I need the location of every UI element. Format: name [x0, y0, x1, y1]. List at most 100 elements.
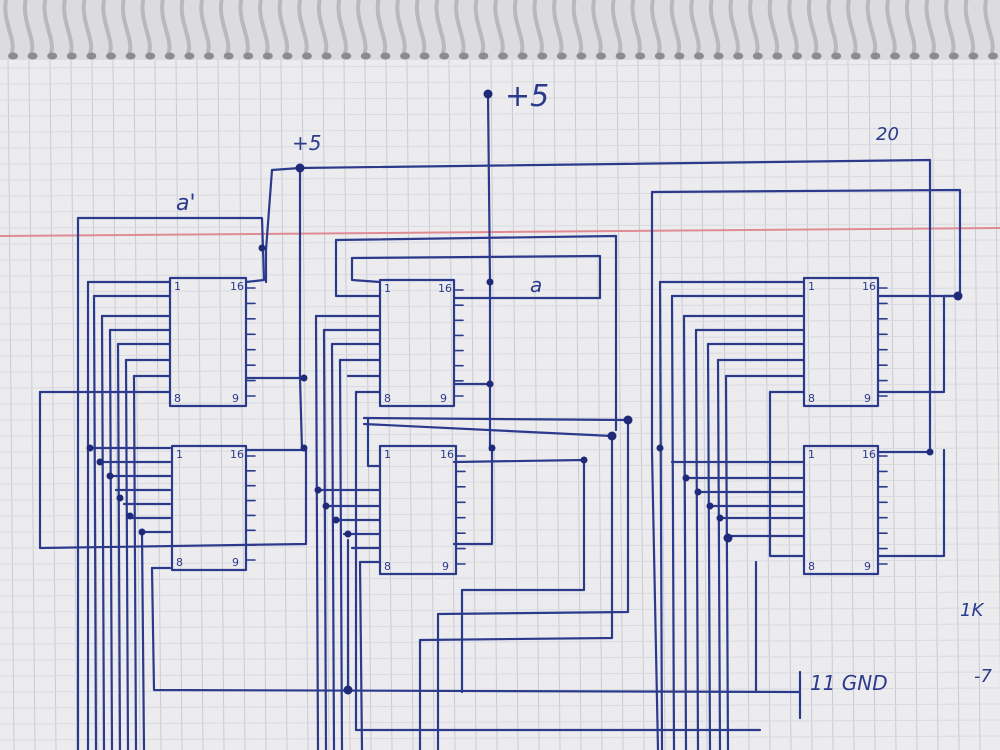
spiral-hole [321, 52, 332, 60]
pin-label-first: 1 [808, 280, 815, 293]
spiral-ring [3, 0, 15, 54]
pin-label-bottom-left: 8 [808, 560, 815, 573]
spiral-hole [302, 52, 312, 60]
spiral-ring [277, 0, 290, 54]
spiral-hole [968, 52, 979, 60]
pin-label-bottom-right: 9 [232, 556, 239, 569]
spiral-ring [944, 0, 956, 54]
spiral-hole [341, 52, 352, 60]
spiral-hole [400, 52, 410, 60]
pin-label-bottom-left: 8 [384, 560, 391, 573]
spiral-ring [160, 0, 172, 54]
pin-label-first: 1 [384, 282, 391, 295]
spiral-hole [733, 52, 744, 60]
spiral-ring [904, 0, 917, 54]
spiral-ring [669, 0, 682, 54]
right-note-2: -7 [974, 666, 992, 687]
spiral-ring [826, 0, 838, 54]
spiral-hole [929, 52, 940, 60]
spiral-hole [498, 52, 508, 60]
pin-label-last: 16 [862, 448, 876, 461]
spiral-ring [610, 0, 623, 54]
spiral-hole [772, 52, 783, 60]
pin-label-last: 16 [862, 280, 876, 293]
spiral-ring [258, 0, 270, 54]
junction-dots [86, 89, 963, 695]
spiral-hole [125, 52, 136, 60]
pin-label-bottom-right: 9 [442, 560, 449, 573]
spiral-hole [654, 52, 665, 60]
pin-label-bottom-right: 9 [232, 392, 239, 405]
spiral-hole [478, 52, 489, 60]
spiral-hole [537, 52, 548, 60]
spiral-hole [811, 52, 822, 60]
spiral-hole [282, 52, 293, 60]
pin-label-bottom-right: 9 [864, 560, 871, 573]
spiral-hole [615, 52, 626, 60]
spiral-ring [395, 0, 407, 54]
spiral-ring [454, 0, 466, 54]
spiral-ring [552, 0, 564, 54]
spiral-hole [204, 52, 214, 60]
spiral-ring [591, 0, 603, 54]
pin-label-last: 16 [230, 280, 244, 293]
spiral-ring [924, 0, 936, 54]
spiral-ring [728, 0, 740, 54]
spiral-ring [571, 0, 584, 54]
ic-chip: 1 16 8 9 [378, 444, 466, 576]
pin-label-last: 16 [440, 448, 454, 461]
spiral-hole [86, 52, 97, 60]
spiral-hole [752, 52, 763, 60]
spiral-ring [42, 0, 54, 54]
spiral-hole [831, 52, 842, 60]
pin-label-first: 1 [174, 280, 181, 293]
spiral-ring [865, 0, 878, 54]
spiral-hole [106, 52, 116, 60]
wiring [38, 92, 962, 750]
spiral-hole [66, 52, 77, 60]
spiral-hole [517, 52, 528, 60]
spiral-hole [360, 52, 371, 60]
spiral-ring [846, 0, 858, 54]
spiral-ring [375, 0, 388, 54]
spiral-hole [792, 52, 802, 60]
pin-label-bottom-left: 8 [384, 392, 391, 405]
spiral-hole [948, 52, 959, 60]
spiral-hole [184, 52, 195, 60]
spiral-ring [120, 0, 133, 54]
spiral-ring [983, 0, 995, 54]
spiral-ring [708, 0, 721, 54]
spiral-ring [81, 0, 94, 54]
pin20-label: 20 [876, 124, 899, 145]
spiral-hole [8, 52, 18, 60]
pin-label-first: 1 [384, 448, 391, 461]
spiral-hole [674, 52, 685, 60]
spiral-hole [870, 52, 881, 60]
chip-body [168, 276, 248, 408]
spiral-hole [223, 52, 234, 60]
spiral-ring [963, 0, 976, 54]
a-label: a [530, 273, 542, 297]
spiral-hole [439, 52, 450, 60]
pin-label-bottom-left: 8 [808, 392, 815, 405]
margin-line [0, 227, 1000, 237]
spiral-hole [243, 52, 254, 60]
spiral-binding [3, 0, 998, 60]
pin-label-first: 1 [808, 448, 815, 461]
spiral-ring [316, 0, 329, 54]
spiral-ring [62, 0, 74, 54]
spiral-ring [630, 0, 642, 54]
spiral-ring [806, 0, 819, 54]
chip-body [802, 276, 880, 408]
spiral-ring [356, 0, 368, 54]
ic-chip: 1 16 8 9 [802, 276, 888, 408]
pin-label-bottom-right: 9 [864, 392, 871, 405]
spiral-hole [47, 52, 58, 60]
pin-label-first: 1 [176, 448, 183, 461]
spiral-hole [556, 52, 567, 60]
spiral-hole [635, 52, 646, 60]
spiral-ring [787, 0, 799, 54]
vcc-left-label: +5 [292, 131, 321, 155]
